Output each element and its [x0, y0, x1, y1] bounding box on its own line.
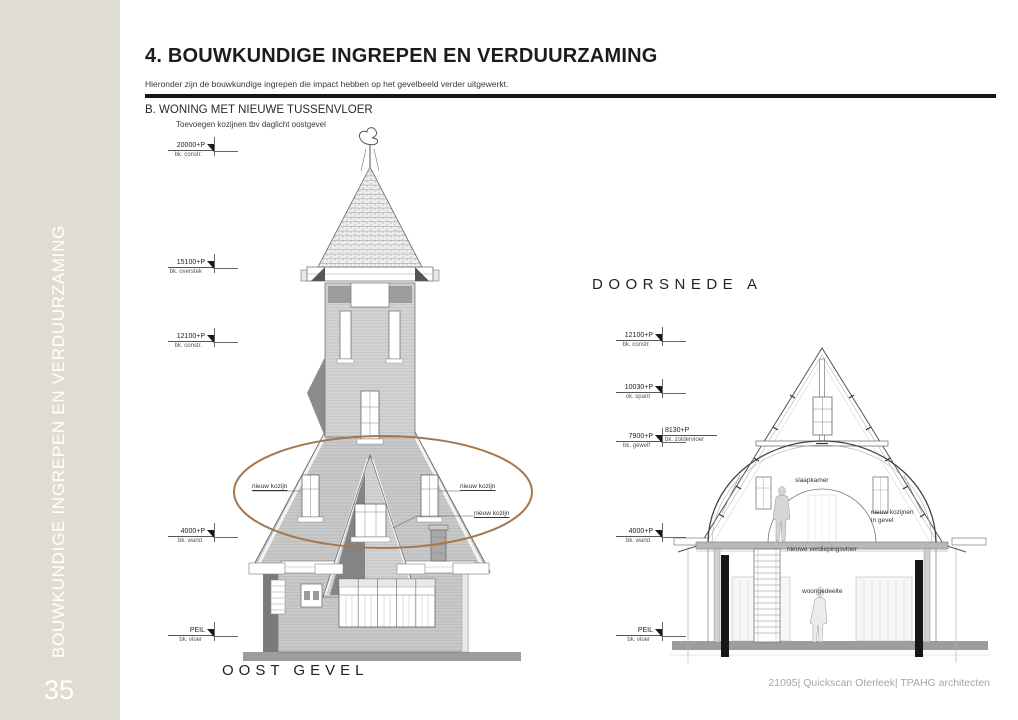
elevation-caption: OOST GEVEL — [222, 662, 369, 679]
level-marker-10030: 10030+P ok. spant — [616, 379, 686, 401]
extension-windows — [300, 578, 436, 628]
level-marker-7900: 7900+P bk. gewelf — [616, 428, 686, 450]
highlight-ellipse — [233, 435, 533, 549]
sidebar: BOUWKUNDIGE INGREPEN EN VERDUURZAMING 35 — [0, 0, 120, 720]
footer-project-info: 21095| Quickscan Oterleek| TPAHG archite… — [768, 677, 990, 689]
page-subtitle: Hieronder zijn de bouwkundige ingrepen d… — [145, 79, 509, 89]
level-marker-15100: 15100+P bk. overstek — [168, 254, 238, 276]
level-marker-8130: 8130+P bk. zoldervloer — [663, 426, 717, 444]
roof-structure — [673, 347, 987, 553]
gable-windows — [297, 390, 443, 543]
level-marker-4000-elev: 4000+P bk. wand — [168, 523, 238, 545]
annotation-nieuwe-kozijnen-in-gevel: nieuw kozijnen in gevel — [871, 509, 914, 524]
level-marker-4000-sect: 4000+P bk. wand — [616, 523, 686, 545]
level-flag-icon — [207, 529, 214, 538]
annotation-leader-lines — [253, 490, 475, 529]
level-flag-icon — [655, 434, 662, 443]
annotation-nieuw-kozijn-right: nieuw kozijn — [460, 483, 496, 490]
annotation-nieuw-kozijn-center: nieuw kozijn — [474, 510, 510, 517]
level-marker-20000: 20000+P bk. constr. — [168, 137, 238, 159]
level-flag-icon — [207, 260, 214, 269]
attic-window — [812, 396, 833, 436]
barrel-vault — [707, 440, 937, 544]
annotation-nieuw-kozijn-left: nieuw kozijn — [252, 483, 288, 490]
annotation-slaapkamer: slaapkamer — [795, 477, 829, 484]
level-flag-icon — [655, 385, 662, 394]
level-flag-icon — [655, 628, 662, 637]
section-heading: B. WONING MET NIEUWE TUSSENVLOER — [145, 104, 373, 116]
level-marker-peil-sect: PEIL bk. vloer — [616, 622, 686, 644]
page-number: 35 — [44, 675, 75, 705]
section-caption: DOORSNEDE A — [592, 276, 763, 293]
person-lower-figure — [809, 586, 828, 643]
person-upper-figure — [772, 486, 791, 542]
annotation-woongedeelte: woongedeelte — [802, 588, 843, 595]
staircase — [753, 548, 781, 643]
level-flag-icon — [655, 529, 662, 538]
section-note: Toevoegen kozijnen tbv daglicht oostgeve… — [176, 120, 326, 129]
level-marker-12100-sect: 12100+P bk. constr. — [616, 327, 686, 349]
weathervane-icon — [359, 127, 380, 172]
page-title: 4. BOUWKUNDIGE INGREPEN EN VERDUURZAMING — [145, 45, 658, 67]
level-flag-icon — [207, 334, 214, 343]
level-flag-icon — [655, 333, 662, 342]
annotation-nieuwe-verdiepingsvloer: nieuwe verdiepingsvloer — [787, 546, 857, 553]
level-marker-12100-elev: 12100+P bk. constr. — [168, 328, 238, 350]
spire — [300, 166, 440, 282]
level-flag-icon — [207, 628, 214, 637]
steel-columns — [721, 555, 923, 657]
ground-line — [243, 652, 521, 661]
title-rule — [145, 94, 996, 98]
church-elevation-drawing — [233, 127, 533, 661]
level-flag-icon — [207, 143, 214, 152]
level-marker-peil-elev: PEIL bk. vloer — [168, 622, 238, 644]
bedroom-windows — [755, 476, 889, 514]
sidebar-vertical-title: BOUWKUNDIGE INGREPEN EN VERDUURZAMING — [49, 225, 68, 658]
new-floor-band — [695, 541, 949, 552]
cross-section-drawing — [670, 347, 990, 663]
